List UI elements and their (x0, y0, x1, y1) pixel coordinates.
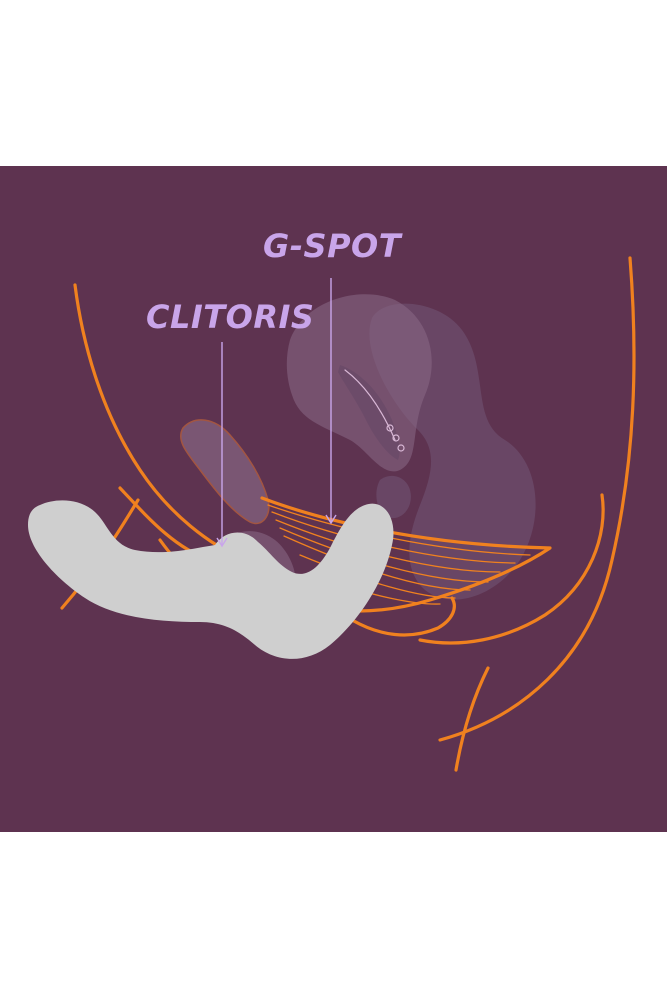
thigh-front-outline (73, 283, 247, 562)
perineum-outline (350, 596, 456, 637)
g-spot-pointer-arrow (325, 514, 337, 525)
clitoris-label: CLITORIS (146, 298, 314, 336)
clitoris-shape (179, 419, 270, 525)
lower-leg-outline (454, 666, 490, 772)
diagram-panel (0, 166, 667, 832)
canal-dot-3 (397, 444, 405, 452)
muscle-fiber-4 (279, 527, 489, 583)
cervix-shape (376, 475, 411, 519)
pointers (216, 278, 337, 548)
canal-shape (338, 365, 400, 460)
canal-dot-2 (392, 434, 400, 442)
muscle-fiber-2 (271, 511, 516, 564)
g-spot-label: G-SPOT (263, 227, 403, 265)
muscle-fiber-5 (283, 535, 471, 591)
muscle-fiber-3 (275, 519, 501, 573)
canal-dot-1 (386, 424, 394, 432)
buttock-inner-outline (418, 493, 605, 645)
buttock-outline (438, 256, 636, 742)
device-shape (28, 500, 394, 659)
clitoris-pointer-arrow (216, 537, 228, 548)
